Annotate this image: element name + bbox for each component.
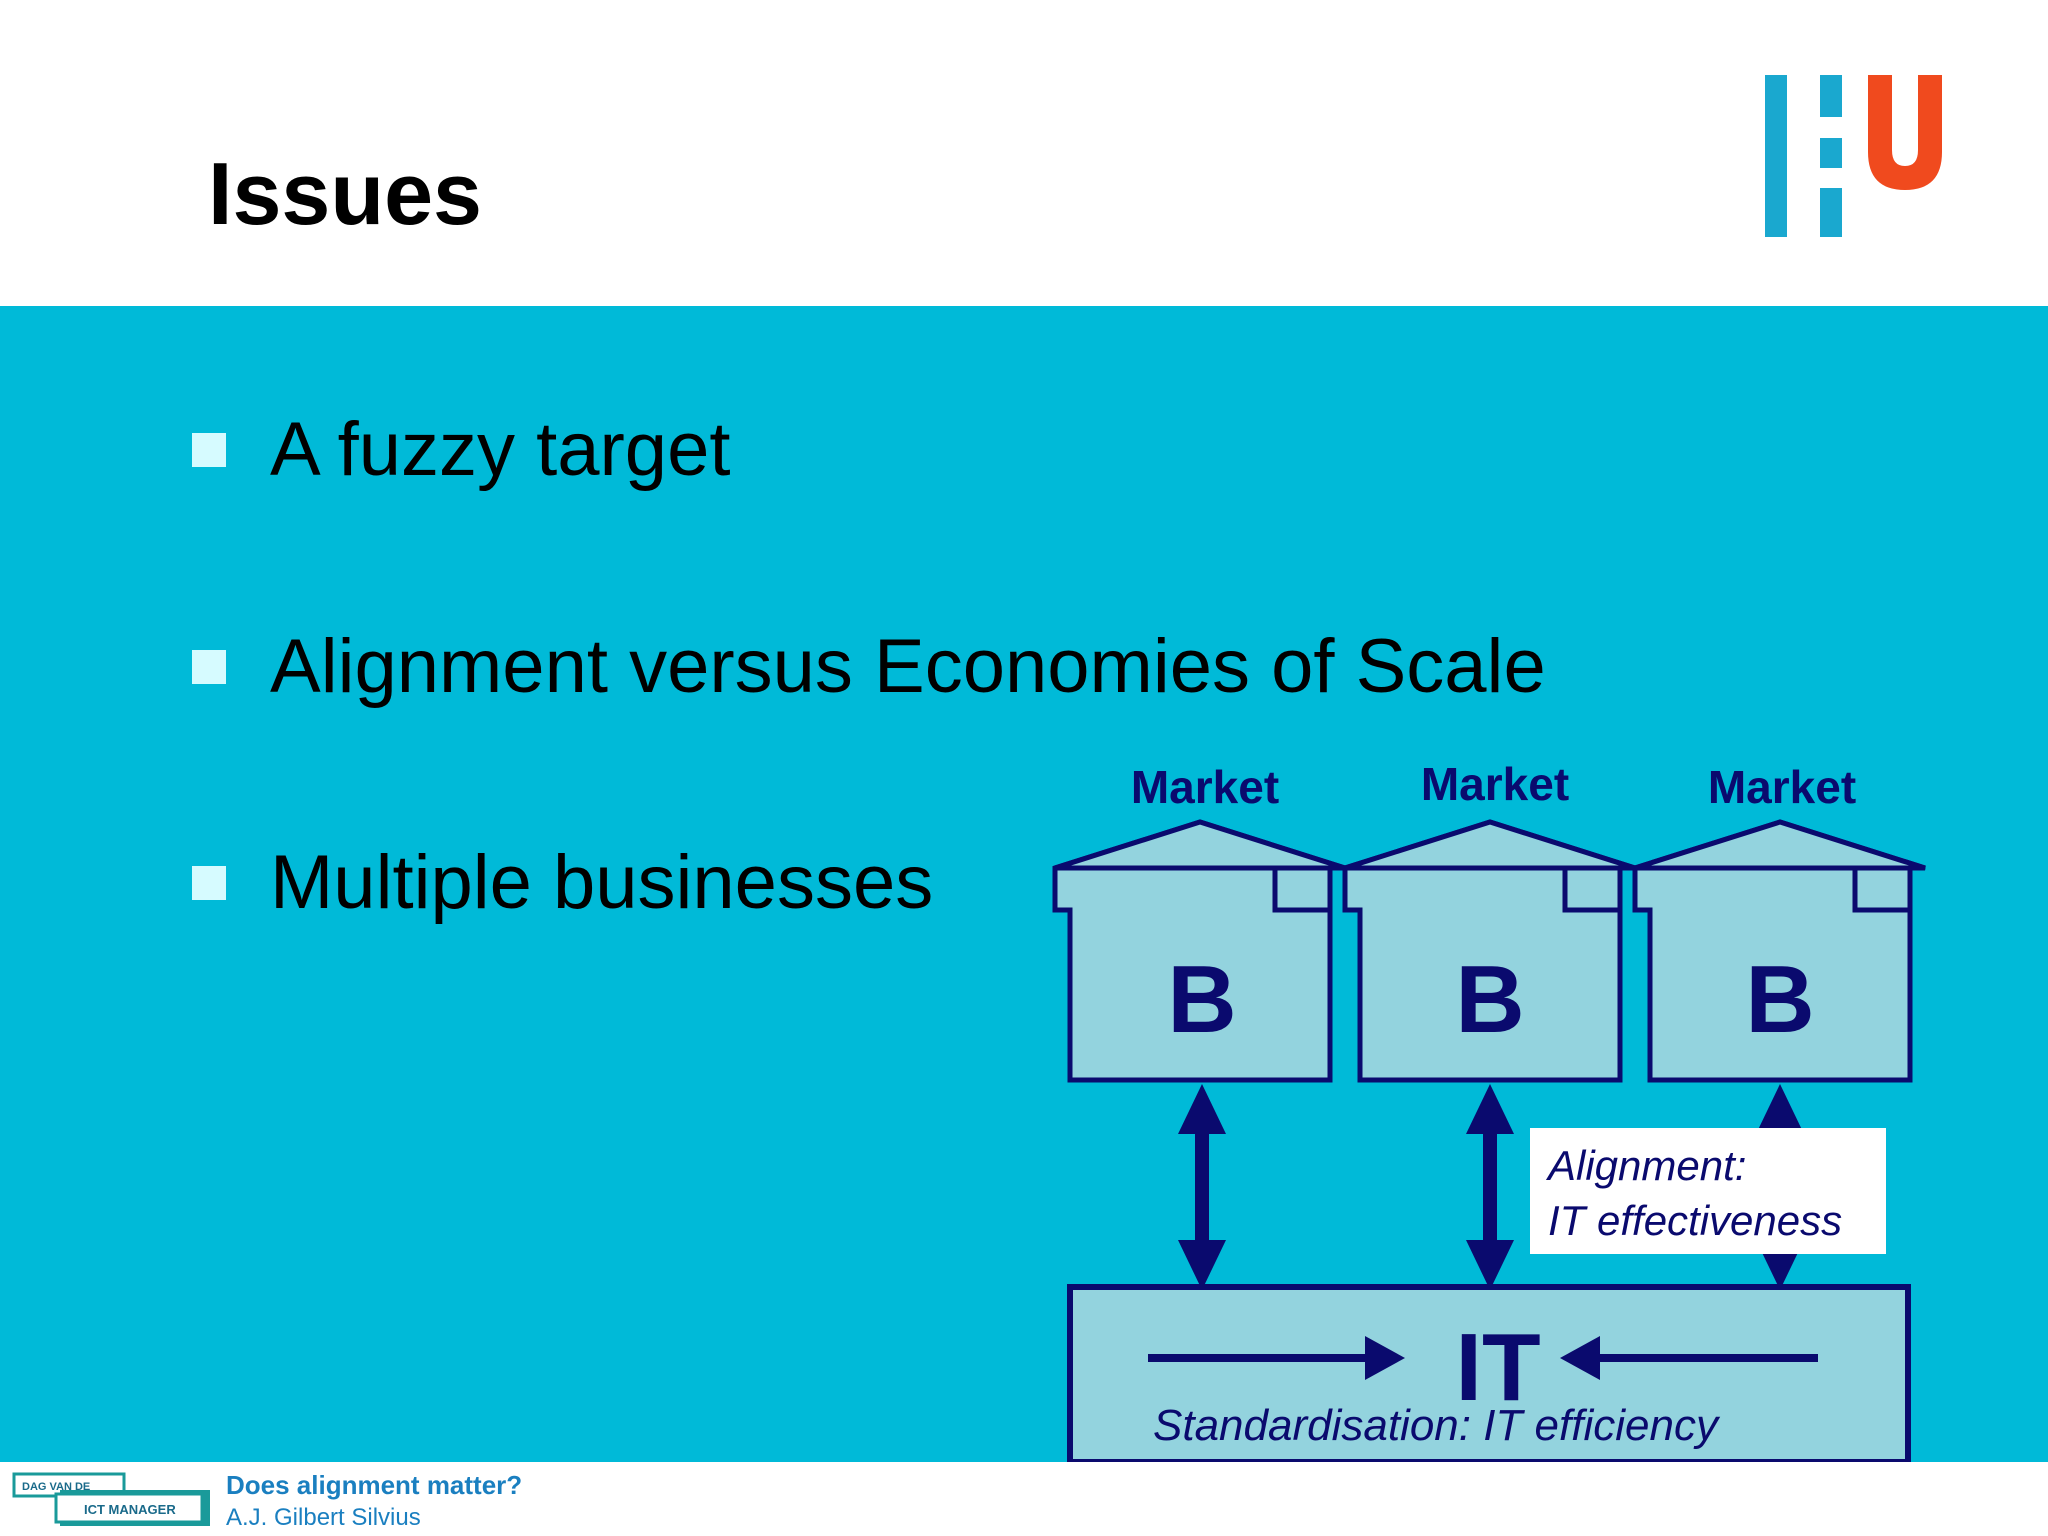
bullet-square-icon <box>192 866 226 900</box>
alignment-note-line-2: IT effectiveness <box>1548 1197 1842 1244</box>
alignment-arrow-1 <box>1178 1084 1226 1290</box>
market-roof-shape <box>1634 819 1926 871</box>
slide-header: Issues <box>0 0 2048 306</box>
logo-bar-top-right <box>1820 75 1842 117</box>
business-label: B <box>1455 946 1524 1053</box>
business-unit-1: Market B <box>1052 761 1346 1083</box>
logo-u-shape <box>1868 75 1942 190</box>
slide-footer <box>0 1462 2048 1536</box>
market-label: Market <box>1421 758 1569 810</box>
bullet-item-2: Alignment versus Economies of Scale <box>192 622 1546 712</box>
bullet-text: Multiple businesses <box>270 840 934 925</box>
business-unit-2: Market B <box>1342 758 1636 1083</box>
market-roof-shape <box>1054 819 1346 871</box>
alignment-note-line-1: Alignment: <box>1545 1142 1746 1189</box>
footer-title: Does alignment matter? <box>226 1470 523 1500</box>
bullet-item-1: A fuzzy target <box>192 405 730 495</box>
business-unit-3: Market B <box>1632 761 1926 1083</box>
hu-logo <box>1765 75 1942 237</box>
bullet-square-icon <box>192 433 226 467</box>
bullet-text: Alignment versus Economies of Scale <box>270 624 1546 709</box>
svg-text:DAG VAN DE: DAG VAN DE <box>22 1481 90 1493</box>
market-label: Market <box>1708 761 1856 813</box>
bullet-text: A fuzzy target <box>270 407 731 492</box>
alignment-note-box: Alignment: IT effectiveness <box>1530 1128 1886 1254</box>
market-label: Market <box>1131 761 1279 813</box>
it-label: IT <box>1455 1314 1540 1421</box>
alignment-arrow-2 <box>1466 1084 1514 1290</box>
logo-bar-mid-right <box>1820 138 1842 168</box>
slide-title: Issues <box>208 144 482 243</box>
it-box: IT Standardisation: IT efficiency <box>1067 1284 1911 1465</box>
market-roof-shape <box>1344 819 1636 871</box>
logo-bar-left <box>1765 75 1787 237</box>
logo-bar-bottom-right <box>1820 188 1842 237</box>
bullet-square-icon <box>192 650 226 684</box>
ict-manager-badge: DAG VAN DE ICT MANAGER <box>12 1472 210 1526</box>
standardisation-note: Standardisation: IT efficiency <box>1153 1401 1721 1450</box>
bullet-item-3: Multiple businesses <box>192 838 933 928</box>
business-label: B <box>1167 946 1236 1053</box>
business-label: B <box>1745 946 1814 1053</box>
footer-author: A.J. Gilbert Silvius <box>226 1504 421 1531</box>
svg-text:ICT MANAGER: ICT MANAGER <box>84 1502 176 1517</box>
